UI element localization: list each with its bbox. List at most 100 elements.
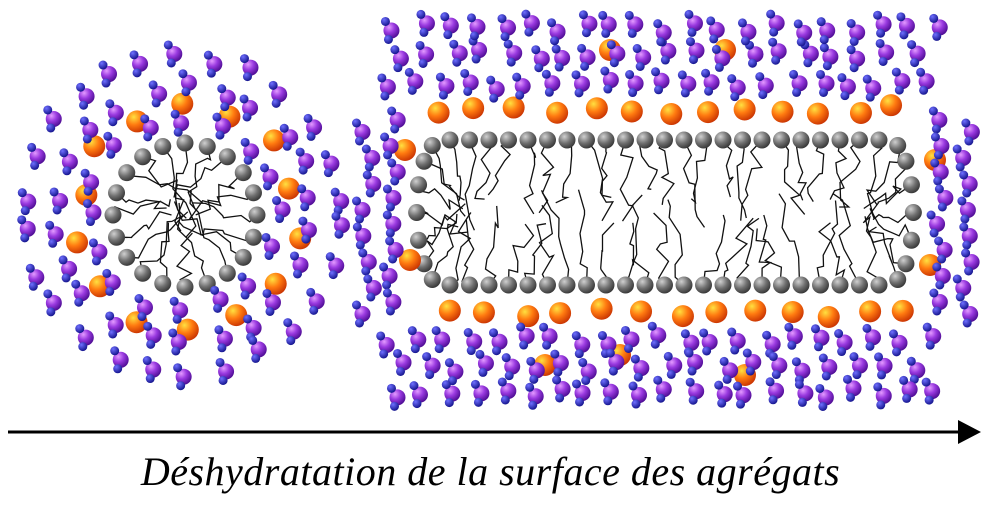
water-molecule: [818, 353, 838, 381]
alkyl-tail: [174, 142, 189, 232]
water-molecule: [711, 44, 731, 72]
alkyl-tail: [795, 139, 808, 201]
alkyl-tail: [863, 161, 908, 223]
counter-ion: [849, 101, 872, 124]
head-group: [831, 131, 849, 149]
water-molecule: [382, 288, 402, 316]
counter-ion: [427, 101, 450, 124]
head-group: [244, 184, 262, 202]
alkyl-tail: [474, 139, 495, 200]
water-molecule: [653, 19, 672, 47]
alkyl-tail: [629, 222, 650, 286]
water-molecule: [684, 9, 703, 37]
alkyl-tail: [867, 226, 899, 280]
water-molecule: [409, 381, 428, 409]
water-molecule: [816, 17, 836, 45]
alkyl-tail: [449, 139, 462, 201]
head-group: [792, 276, 810, 294]
water-molecule: [793, 19, 813, 47]
water-molecule: [486, 75, 505, 103]
water-molecule: [961, 248, 980, 276]
counter-ion: [585, 97, 608, 120]
alkyl-tail: [126, 211, 189, 259]
water-molecule: [140, 114, 159, 142]
water-molecule: [916, 67, 935, 95]
counter-ion: [733, 98, 756, 121]
water-molecule: [552, 375, 571, 403]
head-group: [244, 228, 262, 246]
water-molecule: [379, 262, 398, 290]
head-group: [410, 231, 428, 249]
water-molecule: [685, 377, 705, 405]
counter-ion: [697, 101, 720, 124]
water-molecule: [203, 50, 223, 78]
head-group: [897, 255, 915, 273]
water-molecule: [677, 70, 697, 98]
alkyl-tail: [431, 145, 466, 217]
water-molecule: [248, 335, 267, 363]
head-group: [656, 131, 673, 149]
water-molecule: [571, 331, 591, 359]
process-arrow: [8, 420, 981, 444]
water-molecule: [385, 236, 404, 264]
head-group: [870, 131, 888, 149]
head-group: [904, 204, 922, 221]
water-molecule: [875, 38, 895, 66]
water-molecule: [742, 348, 762, 376]
water-molecule: [578, 358, 597, 386]
alkyl-tail: [619, 139, 634, 222]
water-molecule: [262, 288, 281, 316]
water-molecule: [362, 170, 382, 198]
water-molecule: [303, 113, 323, 141]
water-molecule: [891, 67, 911, 95]
alkyl-tail: [464, 139, 477, 231]
caption: Déshydratation de la surface des agrégat…: [140, 449, 841, 494]
head-group: [134, 148, 152, 166]
water-molecule: [449, 39, 468, 67]
water-molecule: [766, 9, 785, 37]
alkyl-tail: [667, 199, 685, 286]
water-molecule: [460, 68, 479, 96]
alkyl-tail: [416, 210, 468, 235]
water-molecule: [105, 311, 124, 339]
head-group: [597, 276, 615, 294]
alkyl-tail: [538, 204, 555, 286]
water-molecule: [815, 383, 834, 411]
head-group: [675, 276, 693, 294]
water-molecule: [382, 184, 402, 212]
water-molecule: [325, 252, 345, 280]
water-molecule: [606, 40, 626, 68]
counter-ion: [264, 272, 287, 295]
water-molecule: [466, 13, 486, 41]
water-molecule: [27, 142, 46, 170]
counter-ion: [590, 297, 613, 320]
water-molecule: [214, 325, 233, 353]
water-molecule: [577, 43, 596, 71]
head-group: [415, 152, 433, 170]
water-molecule: [239, 94, 259, 122]
water-molecule: [143, 321, 162, 349]
water-molecule: [415, 40, 435, 68]
head-group: [656, 276, 673, 294]
water-molecule: [647, 321, 667, 349]
head-group: [636, 276, 654, 294]
head-group: [408, 204, 426, 221]
alkyl-tail: [487, 139, 511, 196]
alkyl-tail: [755, 228, 783, 286]
alkyl-tail: [736, 217, 760, 286]
head-group: [812, 131, 829, 149]
water-molecule: [842, 374, 862, 402]
alkyl-tail: [112, 200, 167, 216]
alkyl-tail: [192, 202, 258, 223]
water-molecule: [279, 123, 299, 151]
water-molecule: [541, 69, 561, 97]
water-molecule: [25, 263, 45, 291]
water-molecule: [440, 12, 459, 40]
alkyl-tail: [175, 232, 193, 288]
water-molecule: [497, 377, 517, 405]
head-group: [500, 131, 517, 149]
head-group: [889, 270, 907, 288]
water-molecule: [899, 375, 918, 403]
water-molecule: [632, 43, 652, 71]
water-molecule: [630, 354, 650, 382]
